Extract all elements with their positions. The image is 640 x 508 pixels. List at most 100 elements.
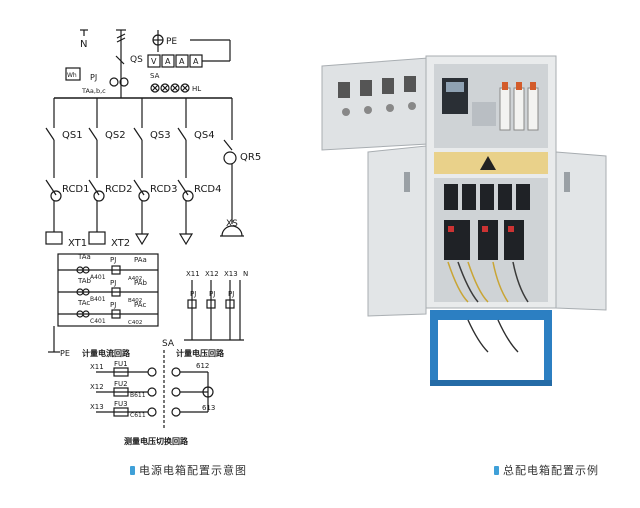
pj-label: PJ: [209, 290, 215, 298]
wiring: [447, 261, 509, 303]
main-incoming: [116, 29, 126, 70]
ammeter-label: A: [165, 57, 171, 66]
meter: [338, 82, 350, 98]
wire-label: A402: [128, 276, 142, 282]
breaker: [499, 87, 511, 131]
xt2-label: XT2: [111, 238, 130, 249]
door-handle: [564, 172, 570, 192]
cables: [467, 319, 519, 353]
lamp: [364, 106, 372, 114]
ammeter-label: A: [193, 57, 199, 66]
paa-label: PAa: [134, 256, 147, 264]
stand-base: [430, 380, 552, 386]
rcd-button: [482, 226, 488, 232]
breaker-cap: [502, 82, 508, 90]
stand-leg: [544, 320, 552, 386]
pj-label: PJ: [110, 256, 116, 264]
cabinet-photo: [321, 55, 607, 386]
wiring: [457, 261, 529, 303]
right-caption: 总配电箱配置示例: [494, 462, 599, 478]
lamp: [342, 108, 350, 116]
rcd1-label: RCD1: [62, 184, 90, 195]
node-612-label: 612: [196, 362, 209, 370]
switch-loop: SA X11 FU1 X12 FU2 B611 X13 FU3 C611 612…: [90, 339, 215, 446]
rcd2-label: RCD2: [105, 184, 133, 195]
meter: [360, 80, 372, 96]
pe-label: PE: [166, 37, 177, 47]
breaker: [516, 184, 530, 210]
x12-label: X12: [90, 383, 104, 391]
left-caption-text: 电源电箱配置示意图: [139, 464, 247, 477]
branch-1: QS1 RCD1 XT1: [45, 98, 90, 249]
stand-top: [430, 310, 552, 320]
terminal-label: X12: [205, 270, 219, 278]
wiring-schematic: N PE V A A A: [45, 29, 261, 446]
pab-label: PAb: [134, 279, 148, 287]
qr5-branch: QR5 XS: [220, 98, 261, 237]
x13-label: X13: [90, 403, 104, 411]
wire-label: C401: [90, 318, 106, 325]
branch-4: QS4 RCD4: [177, 98, 222, 246]
qs2-label: QS2: [105, 130, 126, 141]
warning-icon: [480, 156, 496, 170]
ammeter-label: A: [179, 57, 185, 66]
left-lower-door: [367, 145, 427, 317]
wire-label: C611: [130, 412, 146, 419]
xt1-label: XT1: [68, 238, 87, 249]
xs-label: XS: [226, 219, 238, 229]
terminal-label: X11: [186, 270, 200, 278]
ta-label: TAa,b,c: [81, 87, 106, 95]
breaker: [444, 184, 458, 210]
branch-3: QS3 RCD3: [133, 98, 178, 246]
breaker-cap: [530, 82, 536, 90]
pj-label: PJ: [228, 290, 234, 298]
breaker: [480, 184, 494, 210]
current-loop: TAa PJ PAa A401 A402 TAb PJ PAb B401 B40…: [48, 253, 159, 358]
n-terminal: N: [80, 29, 88, 50]
rcd3-label: RCD3: [150, 184, 178, 195]
meters-row: V A A A: [147, 39, 231, 68]
tac-label: TAc: [77, 299, 90, 307]
lamp: [408, 102, 416, 110]
qs-label: QS: [130, 55, 143, 65]
right-caption-text: 总配电箱配置示例: [503, 464, 599, 477]
breaker: [462, 184, 476, 210]
switch-loop-title: 测量电压切换回路: [124, 436, 189, 446]
x11-label: X11: [90, 363, 104, 371]
rcd-button: [508, 226, 514, 232]
wire-label: C402: [128, 320, 142, 326]
pe-terminal: PE: [152, 30, 177, 52]
breaker: [513, 87, 525, 131]
qs-switch: QS SA: [115, 55, 160, 80]
door-handle: [404, 172, 410, 192]
voltmeter-label: V: [151, 57, 157, 66]
qs4-label: QS4: [194, 130, 215, 141]
breaker: [498, 184, 512, 210]
meter: [404, 76, 416, 92]
wire-label: A401: [90, 274, 106, 281]
wire-label: B611: [130, 392, 146, 399]
breaker-cap: [516, 82, 522, 90]
voltage-loop: X11 X12 X13 N PJ PJ PJ 计量电压回路: [176, 270, 248, 358]
terminal-block: [472, 102, 496, 126]
rcd4-label: RCD4: [194, 184, 222, 195]
right-lower-door: [555, 151, 607, 311]
fu2-label: FU2: [114, 380, 128, 388]
pj-label: PJ: [190, 290, 196, 298]
lamp: [386, 104, 394, 112]
qs3-label: QS3: [150, 130, 171, 141]
node-613-label: 613: [202, 404, 215, 412]
voltage-loop-title: 计量电压回路: [176, 348, 225, 358]
branch-2: QS2 RCD2 XT2: [88, 98, 133, 249]
meter: [382, 78, 394, 94]
qr5-label: QR5: [240, 152, 261, 163]
stand-leg: [430, 320, 438, 386]
pj-label: PJ: [110, 301, 116, 309]
taa-label: TAa: [77, 253, 91, 261]
fu1-label: FU1: [114, 360, 128, 368]
wire-label: B401: [90, 296, 106, 303]
terminal-label: N: [243, 270, 248, 278]
pj-label: PJ: [90, 73, 97, 82]
current-loop-title: 计量电流回路: [82, 348, 131, 358]
